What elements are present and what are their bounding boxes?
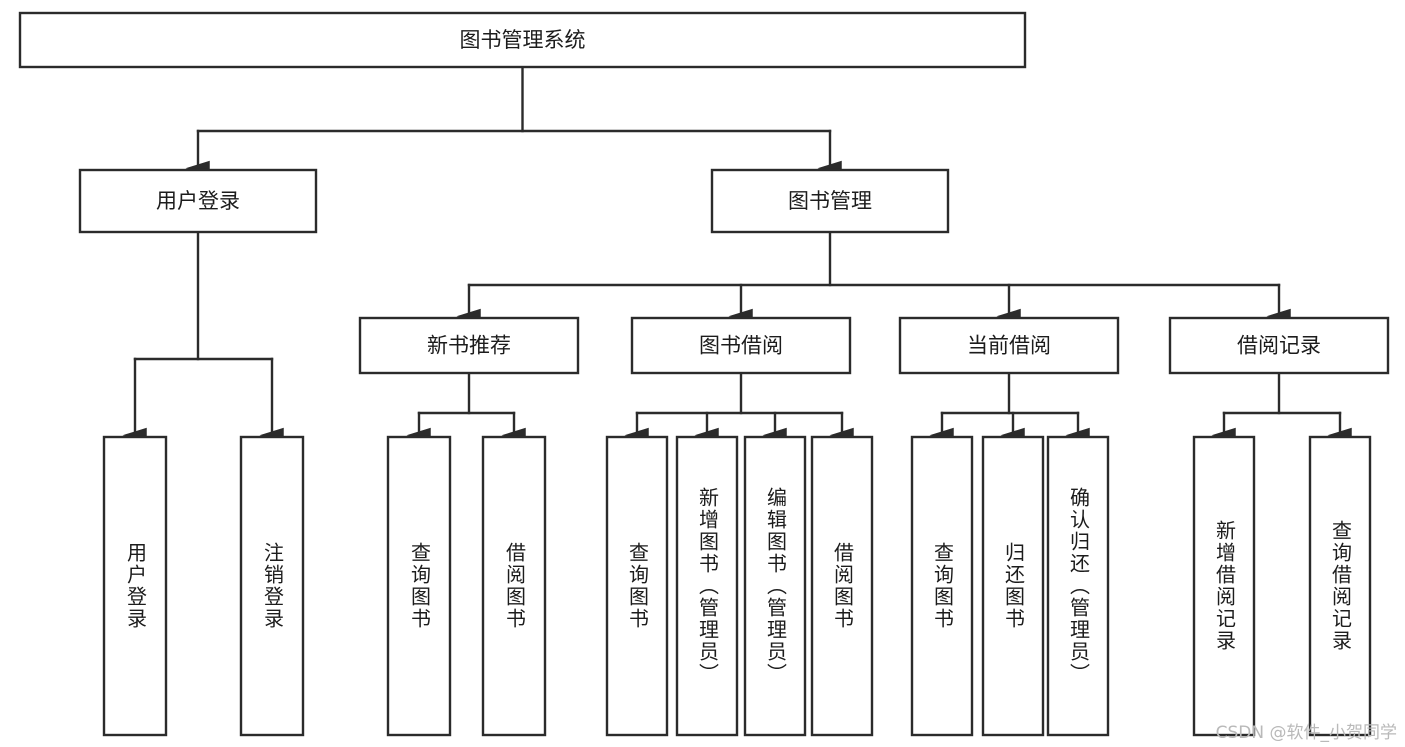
node-box-leaf-query-book-1[interactable]: [386, 435, 452, 737]
node-box-book-management[interactable]: [710, 168, 950, 234]
node-label-user-login: 用户登录: [156, 189, 240, 213]
node-box-leaf-edit-book[interactable]: [743, 435, 807, 737]
connector-layer: [122, 65, 1352, 443]
node-label-borrow-record: 借阅记录: [1237, 334, 1321, 358]
node-box-book-borrow[interactable]: [630, 316, 852, 375]
node-box-leaf-confirm-return[interactable]: [1046, 435, 1110, 737]
node-box-borrow-record[interactable]: [1168, 316, 1390, 375]
node-box-leaf-query-book-3[interactable]: [910, 435, 974, 737]
node-box-new-book-recommend[interactable]: [358, 316, 580, 375]
node-label-new-book-recommend: 新书推荐: [427, 334, 511, 358]
node-box-leaf-user-login[interactable]: [102, 435, 168, 737]
node-label-root: 图书管理系统: [460, 28, 586, 52]
node-box-leaf-borrow-book-1[interactable]: [481, 435, 547, 737]
node-box-user-login[interactable]: [78, 168, 318, 234]
node-box-leaf-query-record[interactable]: [1308, 435, 1372, 737]
node-box-current-borrow[interactable]: [898, 316, 1120, 375]
node-box-leaf-add-book[interactable]: [675, 435, 739, 737]
node-layer: [18, 11, 1390, 737]
node-label-book-borrow: 图书借阅: [699, 334, 783, 358]
node-box-leaf-logout[interactable]: [239, 435, 305, 737]
node-box-leaf-add-record[interactable]: [1192, 435, 1256, 737]
node-box-root[interactable]: [18, 11, 1027, 69]
csdn-watermark: CSDN @软件_小贺同学: [1215, 723, 1397, 743]
node-box-leaf-query-book-2[interactable]: [605, 435, 669, 737]
node-label-book-management: 图书管理: [788, 189, 872, 213]
node-label-current-borrow: 当前借阅: [967, 334, 1051, 358]
node-box-leaf-borrow-book-2[interactable]: [810, 435, 874, 737]
node-box-leaf-return-book[interactable]: [981, 435, 1045, 737]
